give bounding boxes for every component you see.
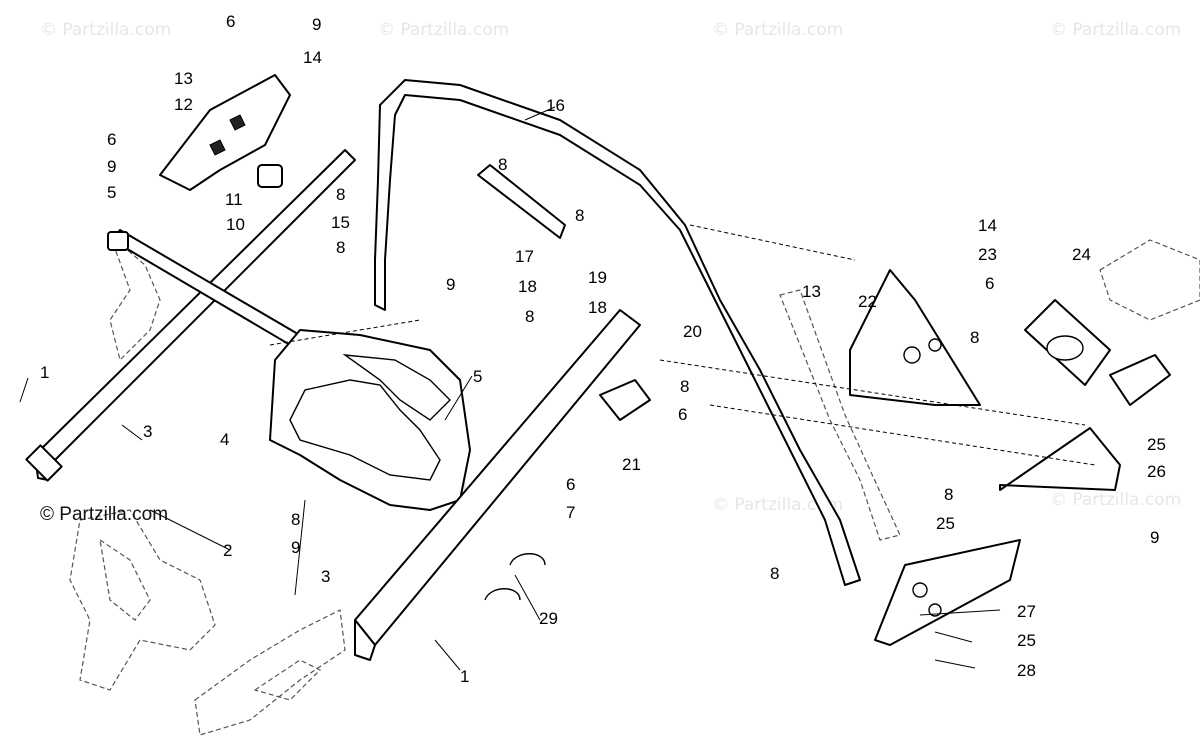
callout-14: 14 bbox=[303, 48, 322, 67]
plate-part-23 bbox=[849, 269, 981, 406]
upper-plate-part-10 bbox=[159, 74, 291, 191]
callout-6: 6 bbox=[226, 12, 235, 31]
watermark-group: © Partzilla.com © Partzilla.com © Partzi… bbox=[40, 20, 1181, 515]
callout-6: 6 bbox=[566, 475, 575, 494]
ghost-vertical-bar bbox=[779, 289, 901, 541]
bracket-part-21 bbox=[599, 379, 651, 421]
callout-18: 18 bbox=[518, 277, 537, 296]
callout-19: 19 bbox=[588, 268, 607, 287]
frame-hoop-part-16 bbox=[374, 79, 861, 586]
callout-8: 8 bbox=[575, 206, 584, 225]
callout-9: 9 bbox=[107, 157, 116, 176]
callout-6: 6 bbox=[678, 405, 687, 424]
callout-5: 5 bbox=[107, 183, 116, 202]
callout-8: 8 bbox=[770, 564, 779, 583]
callout-24: 24 bbox=[1072, 245, 1091, 264]
callout-9: 9 bbox=[446, 275, 455, 294]
clamps-part-29 bbox=[484, 553, 546, 601]
callout-25: 25 bbox=[936, 514, 955, 533]
callout-13: 13 bbox=[802, 282, 821, 301]
callout-9: 9 bbox=[312, 15, 321, 34]
callout-3: 3 bbox=[321, 567, 330, 586]
watermark: © Partzilla.com bbox=[1050, 20, 1181, 40]
callout-23: 23 bbox=[978, 245, 997, 264]
watermark: © Partzilla.com bbox=[40, 20, 171, 40]
left-rail-part-3 bbox=[25, 149, 356, 482]
ghost-front-mount bbox=[108, 233, 161, 362]
callout-28: 28 bbox=[1017, 661, 1036, 680]
watermark: © Partzilla.com bbox=[378, 20, 509, 40]
callout-8: 8 bbox=[525, 307, 534, 326]
callout-2: 2 bbox=[223, 541, 232, 560]
callout-18: 18 bbox=[588, 298, 607, 317]
callout-17: 17 bbox=[515, 247, 534, 266]
callout-8: 8 bbox=[291, 510, 300, 529]
callout-1: 1 bbox=[460, 667, 469, 686]
callout-7: 7 bbox=[566, 503, 575, 522]
callout-9: 9 bbox=[291, 538, 300, 557]
side-panel-part-4 bbox=[269, 329, 471, 511]
callout-6: 6 bbox=[985, 274, 994, 293]
callout-9: 9 bbox=[1150, 528, 1159, 547]
callout-14: 14 bbox=[978, 216, 997, 235]
bracket-bar-part-17 bbox=[477, 164, 566, 239]
callout-5: 5 bbox=[473, 367, 482, 386]
pump-assembly-part-24 bbox=[1024, 299, 1171, 406]
watermark: © Partzilla.com bbox=[712, 495, 843, 515]
callout-13: 13 bbox=[174, 69, 193, 88]
callout-15: 15 bbox=[331, 213, 350, 232]
callout-6: 6 bbox=[107, 130, 116, 149]
callout-25: 25 bbox=[1017, 631, 1036, 650]
leader-lines bbox=[19, 106, 1096, 671]
copyright-label: © Partzilla.com bbox=[40, 504, 168, 525]
callout-26: 26 bbox=[1147, 462, 1166, 481]
callout-4: 4 bbox=[220, 430, 229, 449]
plate-part-27 bbox=[874, 539, 1021, 646]
callout-21: 21 bbox=[622, 455, 641, 474]
ghost-component-top-right bbox=[1099, 239, 1200, 321]
callout-11: 11 bbox=[225, 190, 243, 209]
callout-1: 1 bbox=[40, 363, 49, 382]
callout-10: 10 bbox=[226, 215, 245, 234]
lower-rail-part-3 bbox=[354, 309, 641, 661]
plate-part-26 bbox=[999, 427, 1121, 491]
callout-27: 27 bbox=[1017, 602, 1036, 621]
watermark: © Partzilla.com bbox=[712, 20, 843, 40]
callout-3: 3 bbox=[143, 422, 152, 441]
callout-8: 8 bbox=[680, 377, 689, 396]
watermark: © Partzilla.com bbox=[1050, 490, 1181, 510]
callout-8: 8 bbox=[336, 185, 345, 204]
callout-29: 29 bbox=[539, 609, 558, 628]
callout-labels: 6 9 14 13 12 6 9 11 8 10 5 15 8 16 8 17 … bbox=[40, 12, 1166, 686]
callout-8: 8 bbox=[498, 155, 507, 174]
callout-16: 16 bbox=[546, 96, 565, 115]
module-part-11 bbox=[257, 164, 283, 188]
callout-8: 8 bbox=[970, 328, 979, 347]
callout-8: 8 bbox=[944, 485, 953, 504]
callout-20: 20 bbox=[683, 322, 702, 341]
callout-12: 12 bbox=[174, 95, 193, 114]
ghost-chassis-bracket bbox=[69, 509, 346, 736]
callout-22: 22 bbox=[858, 292, 877, 311]
callout-8: 8 bbox=[336, 238, 345, 257]
callout-25: 25 bbox=[1147, 435, 1166, 454]
